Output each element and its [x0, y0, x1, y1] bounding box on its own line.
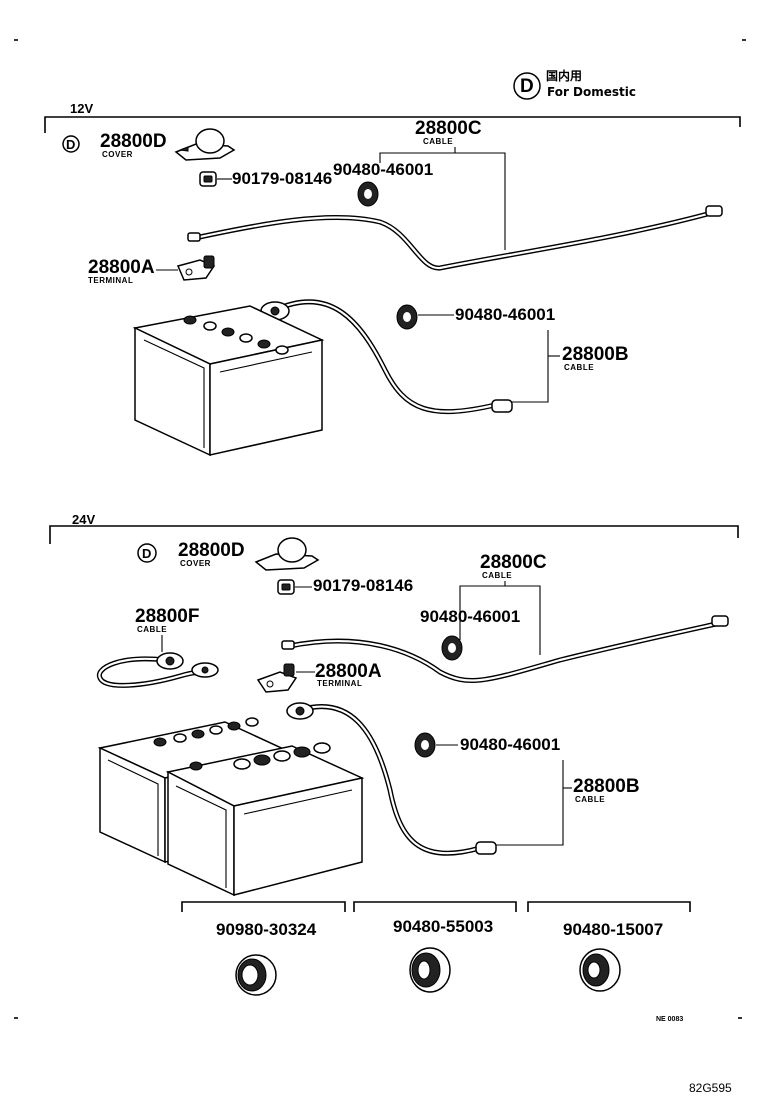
small-code: NE 0083: [656, 1016, 683, 1023]
nut-icon-24v: [277, 579, 295, 595]
domestic-badge-24v: [137, 543, 157, 563]
cable-f-label-24v: CABLE: [137, 625, 167, 634]
section-12v: 12V D 28800D COVER 90179-08146 28800C CA…: [44, 101, 741, 457]
grommet-icon-24v-b: [414, 732, 436, 758]
legend-d-symbol-circle: [513, 72, 541, 100]
domestic-badge-12v-letter: D: [66, 137, 75, 152]
domestic-badge-24v-letter: D: [142, 546, 151, 561]
section-24v: 24V D 28800D COVER 90179-08146 28800C CA…: [49, 512, 739, 897]
nut-icon-12v: [199, 171, 217, 187]
cable-b-part-number-12v: 28800B: [562, 344, 629, 365]
section-12v-title: 12V: [70, 101, 93, 116]
grommet-part-number-24v-b: 90480-46001: [460, 735, 560, 754]
cable-b-part-number-24v: 28800B: [573, 776, 640, 797]
corner-marks: [14, 39, 746, 1019]
cable-b-label-24v: CABLE: [575, 795, 605, 804]
battery-cover-icon-24v: [254, 537, 320, 571]
option-1-part-number: 90980-30324: [216, 920, 317, 939]
options-row: 90980-30324 90480-55003 90480-15007: [181, 901, 691, 996]
terminal-label-12v: TERMINAL: [88, 276, 133, 285]
cable-c-part-number-24v: 28800C: [480, 552, 547, 573]
option-3-part-number: 90480-15007: [563, 920, 663, 939]
grommet-icon-12v-a: [357, 181, 379, 207]
battery-24v-right-icon: [165, 742, 365, 897]
cable-b-label-12v: CABLE: [564, 363, 594, 372]
battery-cover-icon-12v: [174, 128, 236, 161]
option-2-part-number: 90480-55003: [393, 917, 493, 936]
domestic-badge-12v: [62, 135, 80, 153]
terminal-icon-12v: [176, 255, 216, 281]
grommet-part-number-12v-a: 90480-46001: [333, 160, 433, 179]
grommet-option-1-icon: [235, 954, 277, 996]
section-24v-title: 24V: [72, 512, 95, 527]
legend-d-symbol: D: [520, 76, 534, 97]
legend-for-domestic: For Domestic: [547, 85, 636, 99]
cover-part-number-12v: 28800D: [100, 131, 167, 152]
nut-part-number-12v: 90179-08146: [232, 169, 332, 188]
terminal-part-number-12v: 28800A: [88, 257, 155, 278]
figure-code: 82G595: [689, 1081, 732, 1095]
legend: D 国内用 For Domestic: [513, 68, 636, 100]
terminal-label-24v: TERMINAL: [317, 679, 362, 688]
cable-c-label-12v: CABLE: [423, 137, 453, 146]
cover-label-24v: COVER: [180, 559, 211, 568]
cable-c-24v: [281, 615, 729, 683]
grommet-part-number-24v-a: 90480-46001: [420, 607, 520, 626]
cable-c-12v: [187, 205, 723, 271]
grommet-icon-12v-b: [396, 304, 418, 330]
grommet-part-number-12v-b: 90480-46001: [455, 305, 555, 324]
terminal-icon-24v: [256, 663, 298, 693]
cable-c-label-24v: CABLE: [482, 571, 512, 580]
nut-part-number-24v: 90179-08146: [313, 576, 413, 595]
terminal-part-number-24v: 28800A: [315, 661, 382, 682]
legend-japanese-text: 国内用: [546, 68, 582, 83]
battery-12v-icon: [132, 305, 325, 457]
grommet-option-2-icon: [409, 947, 451, 993]
cable-b-24v: [286, 702, 497, 856]
cable-f-part-number-24v: 28800F: [135, 606, 199, 627]
battery-12v-caps: [183, 315, 289, 355]
grommet-option-3-icon: [579, 948, 621, 992]
cover-label-12v: COVER: [102, 150, 133, 159]
cable-c-part-number-12v: 28800C: [415, 118, 482, 139]
cover-part-number-24v: 28800D: [178, 540, 245, 561]
cable-f-icon-24v: [96, 652, 219, 688]
grommet-icon-24v-a: [441, 635, 463, 661]
